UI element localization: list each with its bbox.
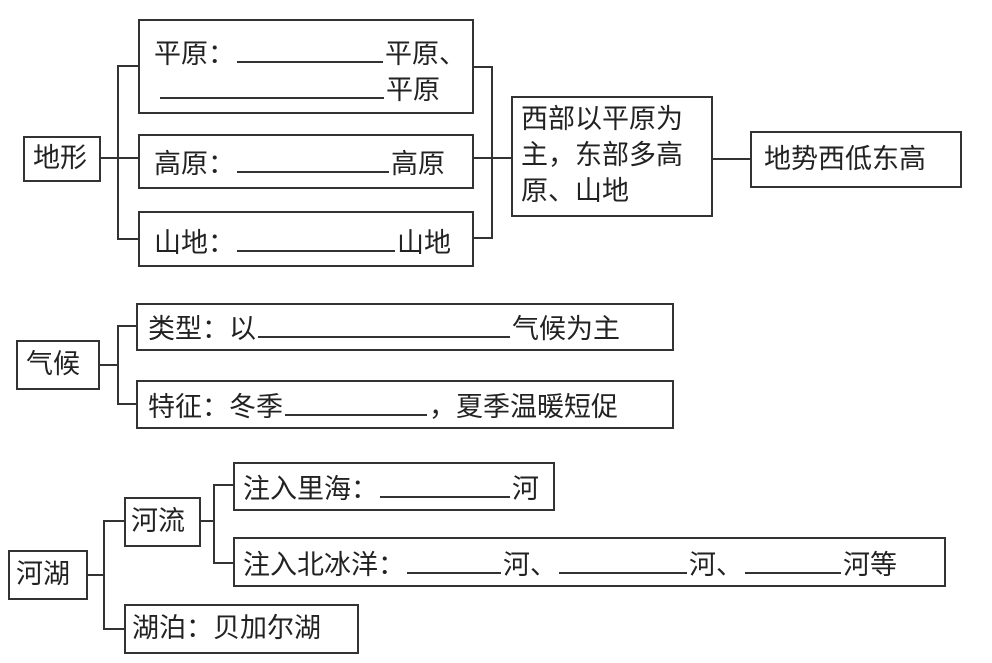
arctic-blank-1[interactable] <box>407 546 501 574</box>
caspian-blank[interactable] <box>380 470 510 498</box>
climate-type-node: 类型：以 气候为主 <box>136 303 674 351</box>
connector <box>473 66 493 239</box>
rivers-lakes-root-node: 河湖 <box>8 550 88 600</box>
terrain-root-node: 地形 <box>23 136 101 182</box>
climate-type-blank[interactable] <box>258 310 510 338</box>
lake-label: 湖泊：贝加尔湖 <box>132 613 321 644</box>
plain-suffix-2: 平原 <box>386 75 440 106</box>
climate-feature-blank[interactable] <box>285 388 427 416</box>
climate-type-suffix: 气候为主 <box>512 314 620 345</box>
plain-node: 平原： 平原、 平原 <box>138 19 474 114</box>
plateau-blank[interactable] <box>237 145 389 173</box>
terrain-summary-node: 西部以平原为 主，东部多高 原、山地 <box>511 96 713 217</box>
arctic-sep-1: 河、 <box>503 550 557 581</box>
arctic-suffix: 河等 <box>843 550 897 581</box>
summary-line-1: 西部以平原为 <box>521 104 683 135</box>
arctic-blank-3[interactable] <box>745 546 841 574</box>
climate-type-label: 类型：以 <box>148 314 256 345</box>
plain-blank-1[interactable] <box>237 35 383 63</box>
plain-suffix-1: 平原、 <box>385 39 466 70</box>
climate-feature-label: 特征：冬季 <box>148 392 283 423</box>
plateau-node: 高原： 高原 <box>138 134 474 189</box>
terrain-conclusion-node: 地势西低东高 <box>750 131 962 188</box>
connector <box>103 520 124 630</box>
arctic-label: 注入北冰洋： <box>243 550 405 581</box>
terrain-root-label: 地形 <box>33 143 87 174</box>
plain-label: 平原： <box>154 39 235 70</box>
summary-line-2: 主，东部多高 <box>521 140 683 171</box>
caspian-node: 注入里海： 河 <box>233 462 555 511</box>
rivers-label: 河流 <box>131 506 185 537</box>
lake-node: 湖泊：贝加尔湖 <box>124 604 359 654</box>
plain-blank-2[interactable] <box>160 71 384 99</box>
connector <box>213 484 234 564</box>
arctic-blank-2[interactable] <box>559 546 687 574</box>
climate-root-node: 气候 <box>16 340 100 390</box>
mountain-suffix: 山地 <box>397 228 451 259</box>
rivers-node: 河流 <box>124 497 201 547</box>
mountain-label: 山地： <box>154 228 235 259</box>
plateau-suffix: 高原 <box>391 149 445 180</box>
climate-feature-suffix: ，夏季温暖短促 <box>429 392 618 423</box>
arctic-sep-2: 河、 <box>689 550 743 581</box>
climate-feature-node: 特征：冬季 ，夏季温暖短促 <box>136 380 674 429</box>
mountain-node: 山地： 山地 <box>138 211 474 267</box>
caspian-label: 注入里海： <box>243 474 378 505</box>
caspian-suffix: 河 <box>512 474 539 505</box>
mountain-blank[interactable] <box>237 224 395 252</box>
climate-root-label: 气候 <box>26 349 80 380</box>
connector <box>117 325 138 405</box>
summary-line-3: 原、山地 <box>521 176 629 207</box>
conclusion-label: 地势西低东高 <box>764 144 926 175</box>
connector <box>117 65 138 240</box>
arctic-node: 注入北冰洋： 河、 河、 河等 <box>233 537 946 587</box>
rivers-lakes-root-label: 河湖 <box>16 559 70 590</box>
plateau-label: 高原： <box>154 149 235 180</box>
